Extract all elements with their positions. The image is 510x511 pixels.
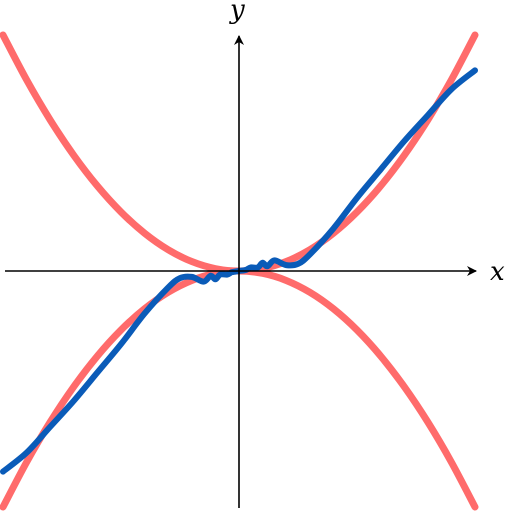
y-axis-label: y (229, 0, 245, 25)
x-axis-label: x (490, 257, 505, 287)
